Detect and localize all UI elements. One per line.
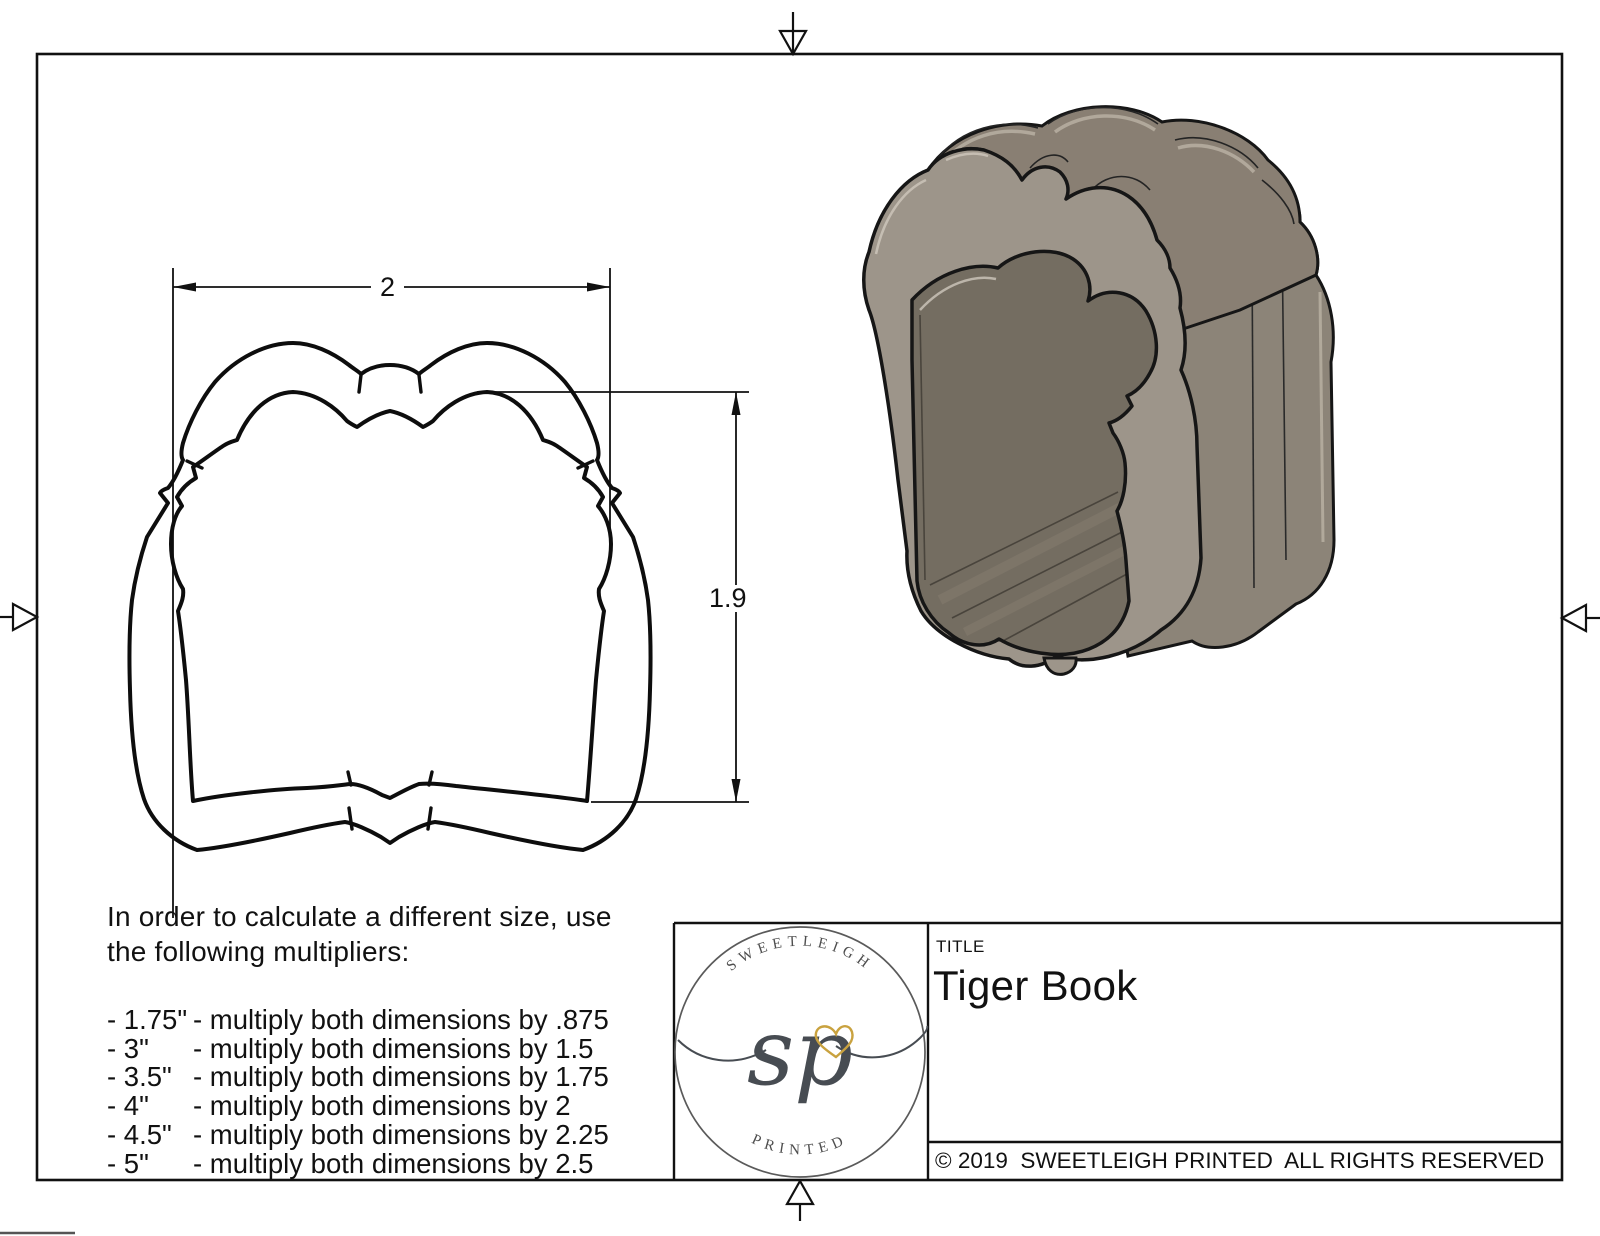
- multiplier-row: - 4.5" - multiply both dimensions by 2.2…: [107, 1118, 727, 1150]
- render-bottom-nub: [1042, 656, 1078, 676]
- multiplier-rule: - multiply both dimensions by 1.5: [193, 1032, 594, 1064]
- title-field-label: TITLE: [936, 937, 985, 956]
- multiplier-row: - 4" - multiply both dimensions by 2: [107, 1090, 727, 1122]
- multiplier-list: - 1.75" - multiply both dimensions by .8…: [107, 1004, 727, 1179]
- cutter-outline-inner: [169, 390, 613, 803]
- logo-heart-icon: [814, 1025, 854, 1059]
- logo-monogram: sp: [747, 999, 853, 1106]
- render-plate-highlight: [1318, 291, 1325, 543]
- cutter-outline-outer: [127, 341, 653, 852]
- copyright-text: © 2019 SWEETLEIGH PRINTED ALL RIGHTS RES…: [935, 1148, 1545, 1173]
- multiplier-size: - 3.5": [107, 1061, 172, 1093]
- multiplier-size: - 3": [107, 1032, 149, 1064]
- registration-mark-right-icon: [1559, 603, 1600, 633]
- multiplier-size: - 1.75": [107, 1004, 188, 1035]
- view-3d-render: [862, 105, 1336, 676]
- registration-mark-bottom-icon: [785, 1178, 815, 1221]
- multiplier-row: - 3" - multiply both dimensions by 1.5: [107, 1032, 727, 1064]
- multiplier-row: - 3.5" - multiply both dimensions by 1.7…: [107, 1063, 727, 1092]
- multiplier-rule: - multiply both dimensions by 2.5: [193, 1147, 594, 1179]
- render-front-rim: [862, 147, 1203, 668]
- multiplier-size: - 4.5": [107, 1118, 172, 1150]
- title-block-borders: [672, 921, 1562, 1180]
- registration-mark-top-icon: [778, 12, 808, 57]
- view-2d-outline: [127, 268, 749, 918]
- dimension-lines: [173, 286, 737, 802]
- render-floor-bands: [919, 314, 1139, 649]
- multiplier-rule: - multiply both dimensions by 2.25: [193, 1118, 609, 1150]
- sizing-notes-line1: In order to calculate a different size, …: [107, 901, 612, 932]
- sizing-notes-line2: the following multipliers:: [107, 936, 410, 967]
- extension-lines: [172, 268, 749, 918]
- render-wall-seams: [937, 106, 1295, 225]
- dimension-height-value: 1.9: [700, 585, 756, 612]
- multiplier-rule: - multiply both dimensions by 2: [193, 1090, 571, 1122]
- page-title: Tiger Book: [933, 962, 1138, 1009]
- multiplier-size: - 5": [107, 1147, 149, 1179]
- render-interior-floor: [912, 251, 1157, 655]
- multiplier-row: - 5" - multiply both dimensions by 2.5: [107, 1147, 727, 1179]
- render-rim-highlights: [874, 152, 997, 311]
- brand-logo: SWEETLEIGH PRINTED sp: [674, 926, 929, 1178]
- registration-mark-left-icon: [0, 602, 40, 632]
- outline-tick-details: [185, 373, 595, 831]
- multiplier-rule: - multiply both dimensions by 1.75: [193, 1061, 609, 1093]
- logo-flourish: [677, 1025, 929, 1062]
- sizing-notes: In order to calculate a different size, …: [107, 899, 707, 969]
- dimension-arrowheads: [173, 282, 741, 802]
- multiplier-row: - 1.75" - multiply both dimensions by .8…: [107, 1004, 727, 1035]
- dimension-width-value: 2: [371, 274, 405, 301]
- multiplier-rule: - multiply both dimensions by .875: [193, 1004, 609, 1035]
- logo-circle: [674, 926, 926, 1178]
- multiplier-size: - 4": [107, 1090, 149, 1122]
